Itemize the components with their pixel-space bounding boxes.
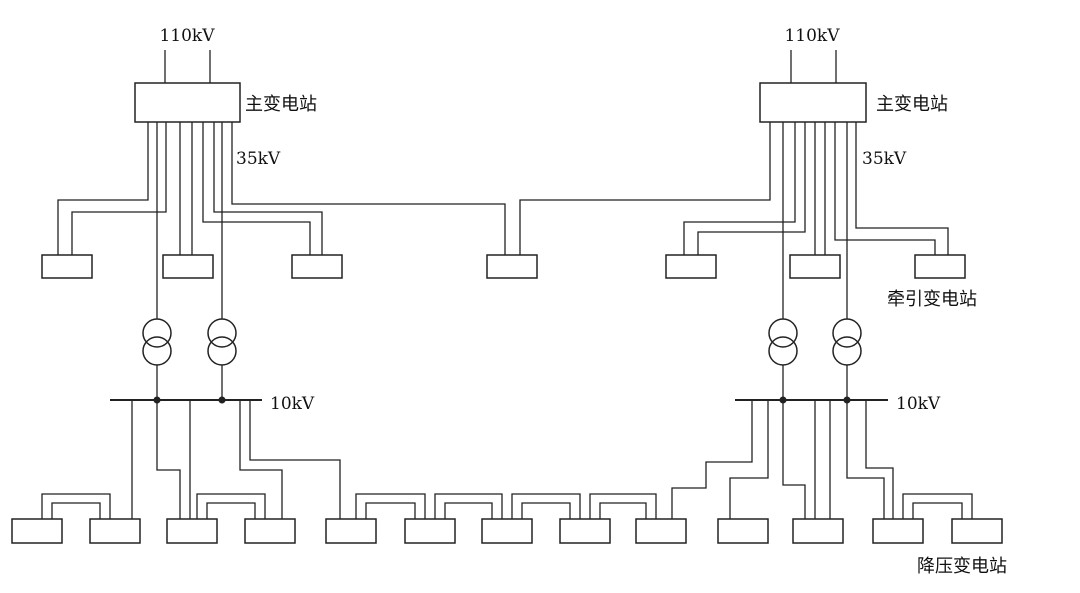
left-main-substation-label: 主变电站 <box>245 94 317 115</box>
transformer-winding-icon <box>768 318 798 348</box>
left-35kv-label: 35kV <box>236 149 281 169</box>
stepdown-substation-label: 降压变电站 <box>917 556 1007 577</box>
left-35kv-feeders <box>57 122 506 255</box>
transformers <box>142 122 862 400</box>
feeder-line-10kv <box>729 400 769 519</box>
stepdown-substation-box <box>951 518 1003 544</box>
right-main-substation: 110kV 主变电站 35kV <box>759 26 948 169</box>
ring-link-line <box>902 493 973 519</box>
ring-link-line <box>599 502 647 519</box>
traction-substation-box <box>41 254 93 279</box>
traction-substation-box <box>486 254 538 279</box>
stepdown-substation-box <box>89 518 141 544</box>
right-10kv-label: 10kV <box>896 394 941 414</box>
stepdown-substation-box <box>792 518 844 544</box>
feeder-line-35kv <box>202 122 311 255</box>
bus-junction-dot <box>218 396 226 404</box>
feeder-line-35kv <box>697 122 806 255</box>
feeder-line-10kv <box>865 400 894 519</box>
stepdown-substation-box <box>481 518 533 544</box>
stepdown-substation-box <box>635 518 687 544</box>
left-main-substation: 110kV 主变电站 35kV <box>134 26 317 169</box>
traction-substations: 牵引变电站 <box>41 254 977 310</box>
ring-link-line <box>444 502 493 519</box>
traction-substation-box <box>914 254 966 279</box>
left-110kv-label: 110kV <box>159 26 215 46</box>
right-110kv-label: 110kV <box>784 26 840 46</box>
transformer-winding-icon <box>142 318 172 348</box>
left-10kv-label: 10kV <box>270 394 315 414</box>
transformer-winding-icon <box>832 336 862 366</box>
feeder-line-10kv <box>249 400 341 519</box>
right-35kv-label: 35kV <box>862 149 907 169</box>
ring-link-line <box>434 493 503 519</box>
ring-link-line <box>589 493 657 519</box>
feeder-line-35kv <box>57 122 149 255</box>
transformer-winding-icon <box>142 336 172 366</box>
stepdown-ring-links <box>41 493 973 519</box>
traction-substation-box <box>291 254 343 279</box>
feeder-line-10kv <box>782 400 806 519</box>
ring-link-line <box>206 502 256 519</box>
right-10kv-feeders <box>671 400 894 519</box>
feeder-line-10kv <box>846 400 885 519</box>
right-main-substation-label: 主变电站 <box>876 94 948 115</box>
stepdown-substation-box <box>717 518 769 544</box>
ring-link-line <box>521 502 571 519</box>
feeder-line-10kv <box>671 400 753 519</box>
feeder-line-35kv <box>71 122 167 255</box>
traction-substation-box <box>162 254 214 279</box>
ring-link-line <box>365 502 416 519</box>
feeder-line-35kv <box>213 122 323 255</box>
ring-link-line <box>912 502 963 519</box>
ring-link-line <box>41 493 111 519</box>
stepdown-substations: 降压变电站 <box>11 518 1007 577</box>
stepdown-substation-box <box>404 518 456 544</box>
feeder-line-10kv <box>156 400 181 519</box>
transformer-winding-icon <box>207 336 237 366</box>
traction-substation-box <box>665 254 717 279</box>
feeder-line-35kv <box>519 122 771 255</box>
ring-link-line <box>511 493 581 519</box>
right-main-substation-box <box>759 82 867 123</box>
stepdown-substation-box <box>166 518 218 544</box>
feeder-line-35kv <box>231 122 506 255</box>
left-10kv-feeders <box>131 400 341 519</box>
left-main-substation-box <box>134 82 241 123</box>
feeder-line-10kv <box>239 400 283 519</box>
ring-link-line <box>51 502 101 519</box>
right-35kv-feeders <box>519 122 949 255</box>
stepdown-substation-box <box>872 518 924 544</box>
transformer-winding-icon <box>832 318 862 348</box>
feeder-line-35kv <box>683 122 796 255</box>
ring-link-line <box>355 493 426 519</box>
stepdown-substation-box <box>11 518 63 544</box>
stepdown-substation-box <box>244 518 296 544</box>
stepdown-substation-box <box>325 518 377 544</box>
left-10kv-bus: 10kV <box>110 394 315 414</box>
transformer-winding-icon <box>768 336 798 366</box>
right-10kv-bus: 10kV <box>735 394 941 414</box>
traction-substation-box <box>789 254 841 279</box>
traction-substation-label: 牵引变电站 <box>887 289 977 310</box>
transformer-winding-icon <box>207 318 237 348</box>
feeder-line-35kv <box>855 122 949 255</box>
stepdown-substation-box <box>559 518 611 544</box>
ring-link-line <box>196 493 266 519</box>
feeder-line-35kv <box>834 122 936 255</box>
